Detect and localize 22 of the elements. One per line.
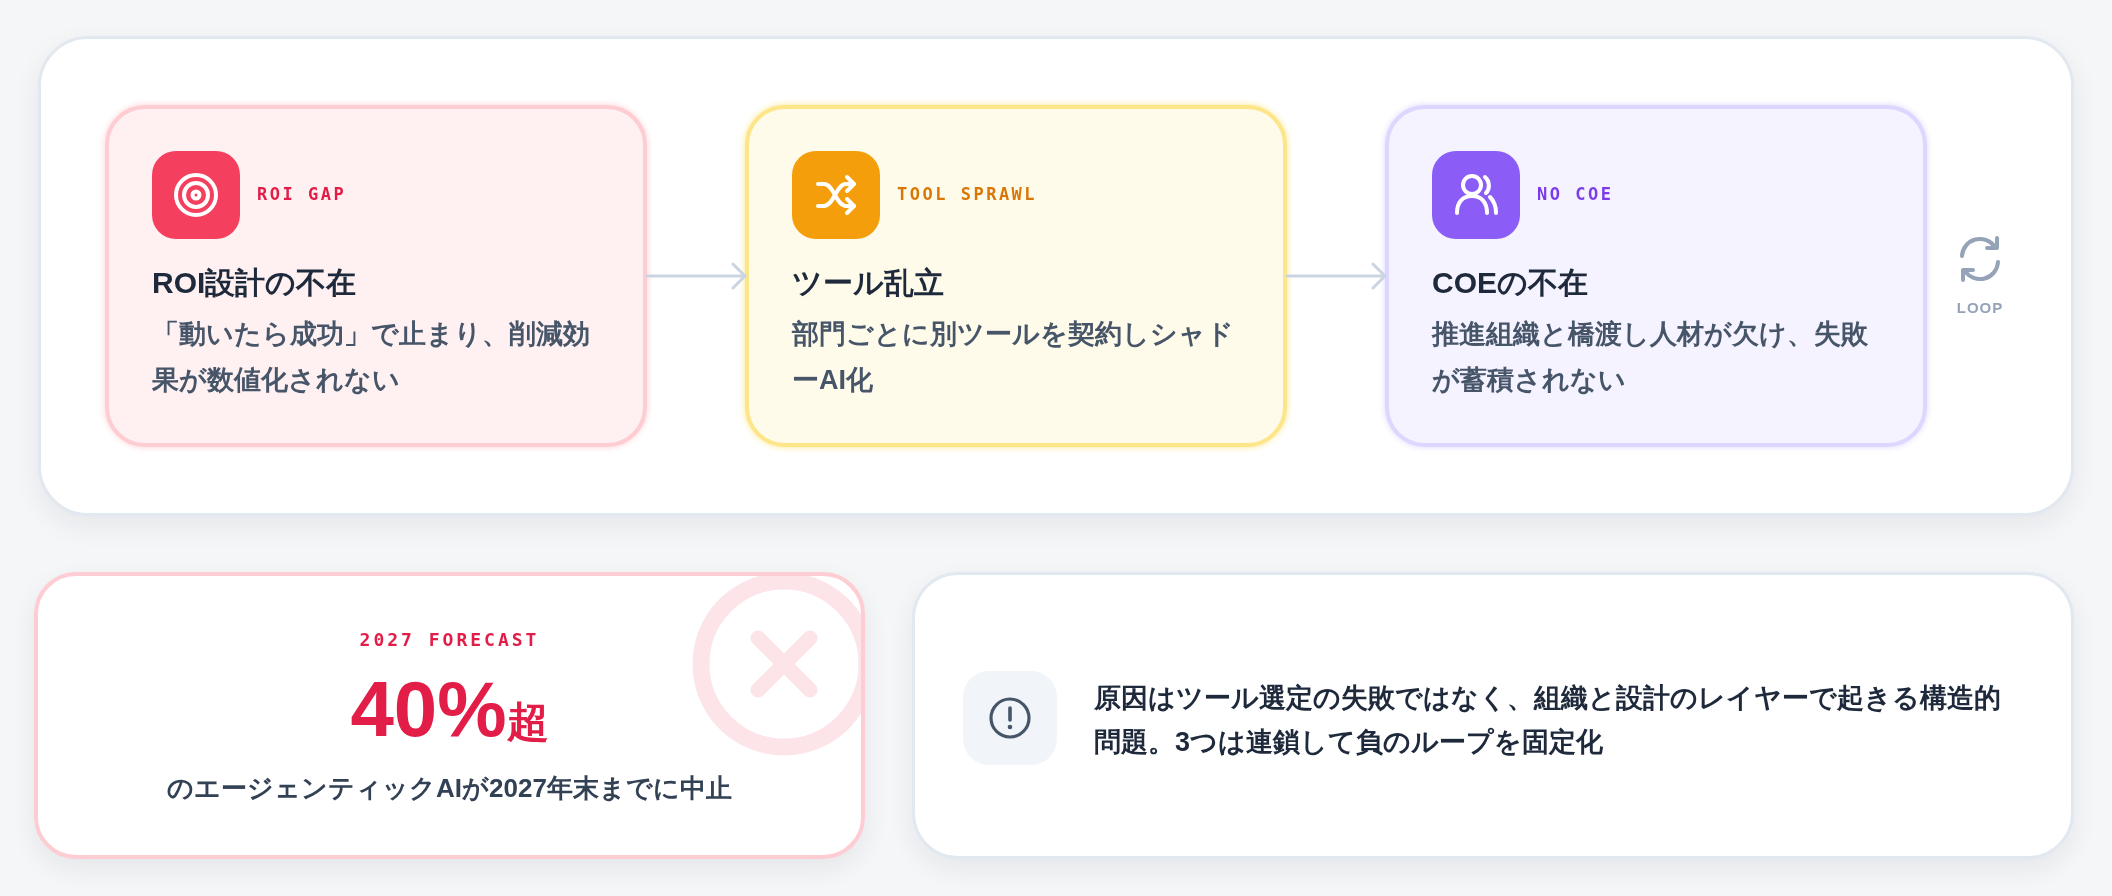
loop-label: LOOP bbox=[1956, 298, 2004, 318]
stat-description: のエージェンティックAIが2027年末までに中止 bbox=[167, 772, 732, 805]
tag-label: NO COE bbox=[1537, 183, 1614, 205]
card-title: ツール乱立 bbox=[792, 265, 944, 301]
stat-card bbox=[34, 572, 865, 859]
arrow bbox=[1285, 262, 1387, 290]
tag-label: ROI GAP bbox=[257, 183, 347, 205]
stat-value: 40%超 bbox=[350, 666, 549, 755]
arrow bbox=[645, 262, 747, 290]
card bbox=[745, 105, 1287, 447]
note-card bbox=[912, 572, 2074, 859]
note-text: 原因はツール選定の失敗ではなく、組織と設計のレイヤーで起きる構造的問題。3つは連鎖して負のループを固定化 bbox=[1094, 682, 2002, 759]
card-description: 「動いたら成功」で止まり、削減効果が数値化されない bbox=[152, 318, 591, 397]
tag-label: TOOL SPRAWL bbox=[897, 183, 1038, 205]
card bbox=[105, 105, 647, 447]
card-title: ROI設計の不在 bbox=[152, 265, 357, 301]
panel bbox=[38, 36, 2074, 516]
card-description: 推進組織と橋渡し人材が欠け、失敗が蓄積されない bbox=[1432, 318, 1869, 397]
card-description: 部門ごとに別ツールを契約しシャドーAI化 bbox=[792, 318, 1235, 397]
card bbox=[1385, 105, 1927, 447]
kicker-label: 2027 FORECAST bbox=[359, 628, 540, 652]
card-title: COEの不在 bbox=[1432, 265, 1588, 301]
